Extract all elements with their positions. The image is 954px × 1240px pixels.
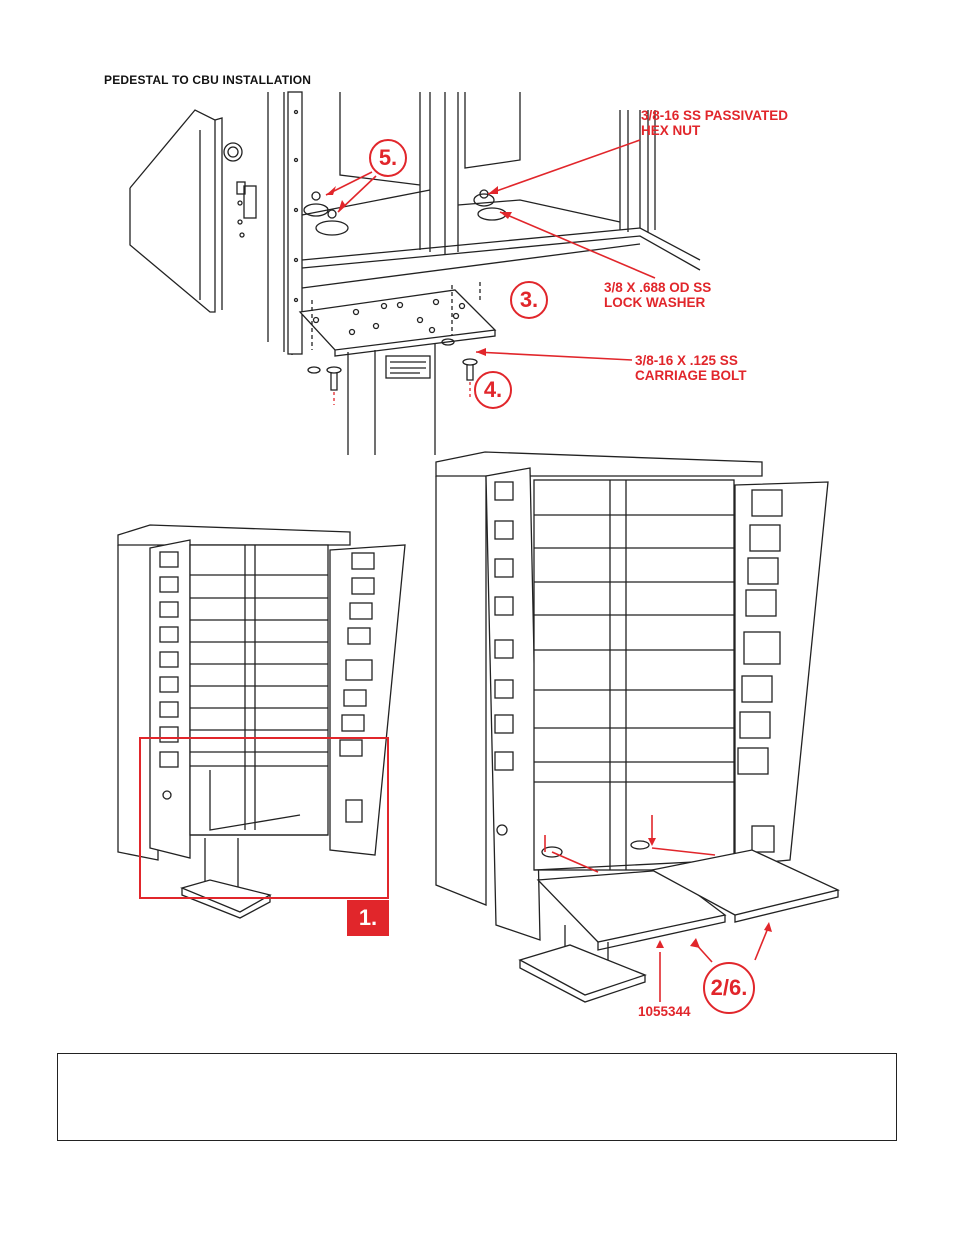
hex-nut-callout: 3/8-16 SS PASSIVATED HEX NUT [641, 108, 788, 138]
step-5-label: 5. [378, 145, 398, 170]
carriage-bolt-callout-line1: 3/8-16 X .125 SS [635, 353, 738, 368]
carriage-bolt-callout: 3/8-16 X .125 SS CARRIAGE BOLT [635, 353, 747, 383]
right-cbu-unit [435, 451, 840, 1014]
step-1-label: 1. [347, 900, 389, 936]
diagram-title: PEDESTAL TO CBU INSTALLATION [104, 73, 312, 87]
right-cbu-shelves [534, 514, 734, 783]
carriage-bolt-icons [307, 338, 478, 391]
lock-washer-callout-line1: 3/8 X .688 OD SS [604, 280, 712, 295]
carriage-bolt-callout-line2: CARRIAGE BOLT [635, 368, 747, 383]
notes-box [57, 1053, 897, 1141]
tall-right-door-locks [737, 489, 783, 853]
notes-text [58, 1054, 896, 1074]
step-4-label: 4. [483, 377, 503, 402]
hex-nut-callout-line1: 3/8-16 SS PASSIVATED [641, 108, 789, 123]
top-detail-view [129, 91, 701, 455]
left-cbu-shelves [190, 574, 328, 767]
hex-nut-callout-line2: HEX NUT [641, 123, 701, 138]
right-door-locks [339, 552, 375, 823]
tall-left-door-locks [494, 481, 514, 836]
part-number-label: 1055344 [638, 1004, 691, 1019]
lock-washer-callout: 3/8 X .688 OD SS LOCK WASHER [604, 280, 711, 310]
left-door-locks [159, 551, 179, 800]
lock-washer-callout-line2: LOCK WASHER [604, 295, 706, 310]
step-3-label: 3. [519, 287, 539, 312]
left-cbu-unit [117, 524, 406, 919]
step-2-6-label: 2/6. [710, 975, 748, 1000]
